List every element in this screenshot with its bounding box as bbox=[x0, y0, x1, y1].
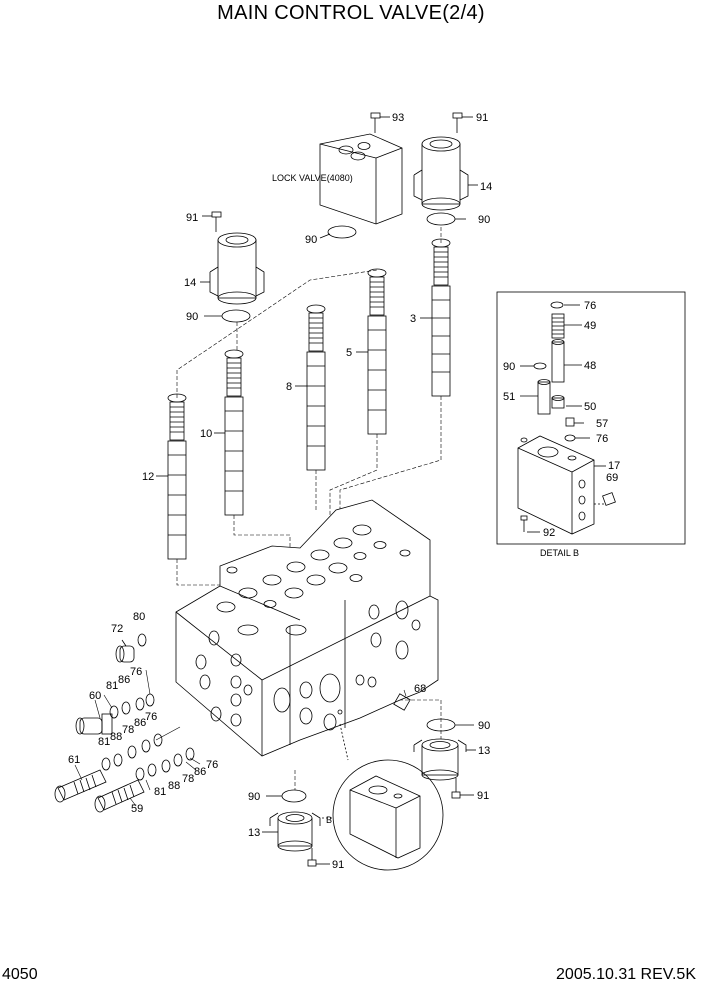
part-label: 86 bbox=[194, 766, 206, 778]
part-label: 17 bbox=[608, 460, 620, 472]
part-label: 49 bbox=[584, 320, 596, 332]
cap-14-left bbox=[200, 232, 265, 305]
plug-60 bbox=[75, 713, 113, 735]
part-label: 80 bbox=[133, 611, 145, 623]
oring-90-left bbox=[221, 309, 251, 323]
part-label: 76 bbox=[584, 300, 596, 312]
detail-b-panel bbox=[496, 291, 686, 545]
oring-80 bbox=[137, 633, 147, 647]
part-label: 91 bbox=[332, 859, 344, 871]
detail-b-marker: B bbox=[326, 815, 332, 825]
cap-14-right bbox=[413, 136, 478, 211]
part-label: 3 bbox=[410, 313, 416, 325]
bolt-91-lower-right bbox=[451, 778, 474, 799]
part-label: 81 bbox=[154, 786, 166, 798]
part-label: 13 bbox=[248, 827, 260, 839]
spool-5 bbox=[356, 268, 387, 435]
part-label: 90 bbox=[478, 214, 490, 226]
leader-lines bbox=[74, 669, 407, 807]
part-label: 91 bbox=[476, 112, 488, 124]
part-label: 81 bbox=[106, 680, 118, 692]
page-number: 4050 bbox=[2, 966, 38, 983]
part-label: 92 bbox=[543, 527, 555, 539]
oring-90-right bbox=[426, 212, 456, 226]
oring-90-lock bbox=[327, 225, 357, 239]
part-label: 8 bbox=[286, 381, 292, 393]
lock-valve-block bbox=[319, 133, 403, 225]
plug-72 bbox=[115, 639, 135, 663]
part-label: 48 bbox=[584, 360, 596, 372]
part-label: 61 bbox=[68, 754, 80, 766]
diagram-title: MAIN CONTROL VALVE(2/4) bbox=[217, 2, 485, 24]
part-label: 59 bbox=[131, 803, 143, 815]
spool-10 bbox=[214, 349, 244, 516]
part-label: 76 bbox=[596, 433, 608, 445]
part-label: 76 bbox=[130, 666, 142, 678]
date-revision: 2005.10.31 REV.5K bbox=[556, 966, 696, 983]
part-label: 76 bbox=[145, 711, 157, 723]
part-label: 50 bbox=[584, 401, 596, 413]
spool-3 bbox=[420, 238, 451, 397]
part-label: 5 bbox=[346, 347, 352, 359]
oring-90-bottom bbox=[281, 789, 307, 803]
part-label: 12 bbox=[142, 471, 154, 483]
bolt-91-bottom bbox=[307, 848, 330, 867]
part-label: 90 bbox=[503, 361, 515, 373]
part-label: 90 bbox=[305, 234, 317, 246]
seal-set-middle bbox=[101, 733, 163, 771]
cap-13-right bbox=[413, 738, 476, 781]
part-label: 78 bbox=[182, 773, 194, 785]
plug-68 bbox=[393, 693, 411, 711]
part-label: 88 bbox=[168, 780, 180, 792]
part-label: 86 bbox=[118, 674, 130, 686]
bolt-91-left bbox=[202, 211, 222, 232]
lock-valve-caption: LOCK VALVE(4080) bbox=[272, 173, 353, 183]
part-label: 57 bbox=[596, 418, 608, 430]
part-label: 90 bbox=[186, 311, 198, 323]
spool-8 bbox=[295, 304, 326, 471]
part-label: 91 bbox=[186, 212, 198, 224]
plug-61 bbox=[54, 769, 107, 803]
part-label: 13 bbox=[478, 745, 490, 757]
bolt-93 bbox=[370, 112, 390, 133]
part-label: 51 bbox=[503, 391, 515, 403]
part-label: 10 bbox=[200, 428, 212, 440]
part-label: 88 bbox=[110, 731, 122, 743]
part-label: 76 bbox=[206, 759, 218, 771]
spool-12 bbox=[156, 393, 187, 560]
detail-b-caption: DETAIL B bbox=[540, 548, 579, 558]
part-label: 14 bbox=[184, 277, 196, 289]
part-label: 78 bbox=[122, 724, 134, 736]
part-label: 60 bbox=[89, 690, 101, 702]
plug-59 bbox=[94, 779, 145, 813]
part-label: 69 bbox=[606, 472, 618, 484]
seal-set-lower bbox=[135, 747, 195, 781]
cap-13-bottom bbox=[262, 811, 321, 852]
part-label: 72 bbox=[111, 623, 123, 635]
part-labels: 93 91 14 90 90 91 14 90 3 5 8 10 12 76 4… bbox=[68, 112, 620, 871]
main-valve-body bbox=[175, 499, 439, 757]
part-label: 90 bbox=[248, 791, 260, 803]
part-label: 86 bbox=[134, 717, 146, 729]
detail-b-callout bbox=[322, 723, 444, 871]
part-label: 91 bbox=[477, 790, 489, 802]
part-label: 14 bbox=[480, 181, 492, 193]
bolt-91-top bbox=[452, 112, 473, 133]
part-label: 90 bbox=[478, 720, 490, 732]
part-label: 68 bbox=[414, 683, 426, 695]
part-label: 81 bbox=[98, 736, 110, 748]
part-label: 93 bbox=[392, 112, 404, 124]
